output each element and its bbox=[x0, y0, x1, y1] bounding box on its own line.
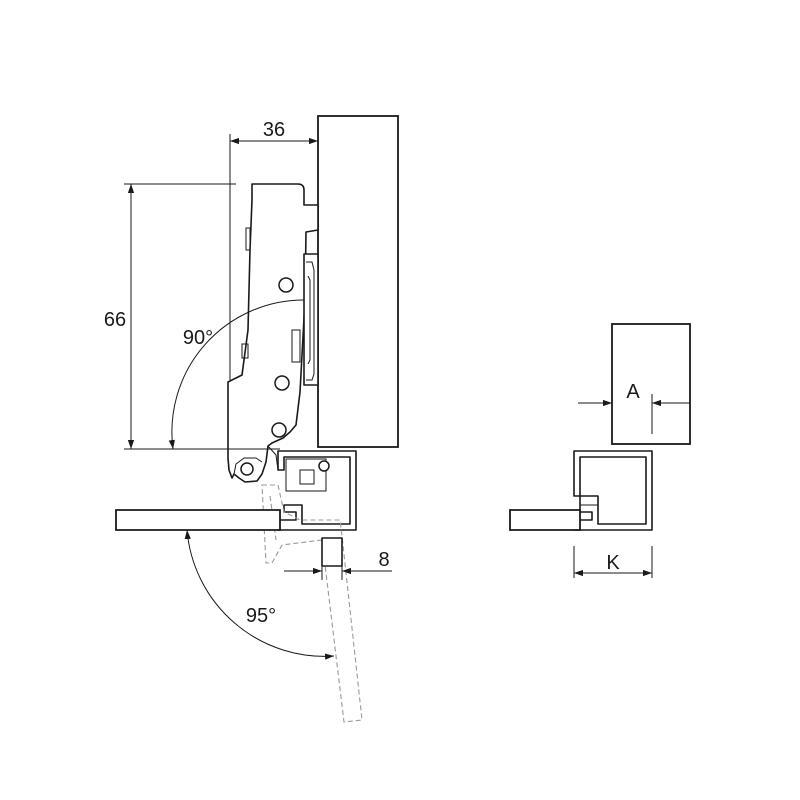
hinge-hole-2 bbox=[274, 375, 290, 391]
angle90-arc bbox=[168, 299, 305, 450]
frame-profile-slot bbox=[285, 458, 327, 492]
right-frame-profile-step bbox=[579, 496, 598, 506]
dimK-label: K bbox=[606, 552, 620, 574]
dim8-label: 8 bbox=[378, 549, 389, 571]
frame-profile-insert bbox=[299, 469, 315, 485]
hinge-arm-detail-top bbox=[245, 227, 251, 251]
panel-right bbox=[509, 509, 581, 531]
right-frame-profile bbox=[573, 450, 653, 531]
opened-door-ghost bbox=[261, 484, 363, 723]
hinge-hole-3 bbox=[271, 422, 287, 438]
opened-door-leaf bbox=[321, 537, 343, 567]
right-view: A K bbox=[509, 323, 691, 578]
dim36-label: 36 bbox=[263, 119, 285, 141]
hinge-arm-detail-side bbox=[241, 343, 249, 359]
hinge-arm-link bbox=[267, 445, 279, 471]
hinge-arm-detail-mid bbox=[291, 329, 301, 363]
hinge-arm-inner-edge bbox=[233, 457, 263, 475]
hinge-hole-4 bbox=[240, 462, 254, 476]
dim66-label: 66 bbox=[104, 309, 126, 331]
hinge-plate-clip bbox=[306, 261, 315, 381]
panel-left bbox=[115, 509, 281, 531]
hinge-hole-1 bbox=[278, 277, 294, 293]
dimA-label: A bbox=[626, 381, 640, 403]
left-view: 36 66 90° 95° 8 bbox=[104, 115, 399, 723]
angle95-arc bbox=[184, 529, 335, 660]
cabinet-door-panel bbox=[317, 115, 399, 448]
hinge-plate-inner bbox=[307, 275, 311, 365]
right-door-panel bbox=[611, 323, 691, 445]
hinge-arm bbox=[227, 183, 319, 483]
hinge-mounting-plate bbox=[303, 253, 319, 386]
frame-profile-screw bbox=[318, 460, 330, 472]
angle90-label: 90° bbox=[183, 327, 213, 349]
angle95-label: 95° bbox=[246, 605, 276, 627]
